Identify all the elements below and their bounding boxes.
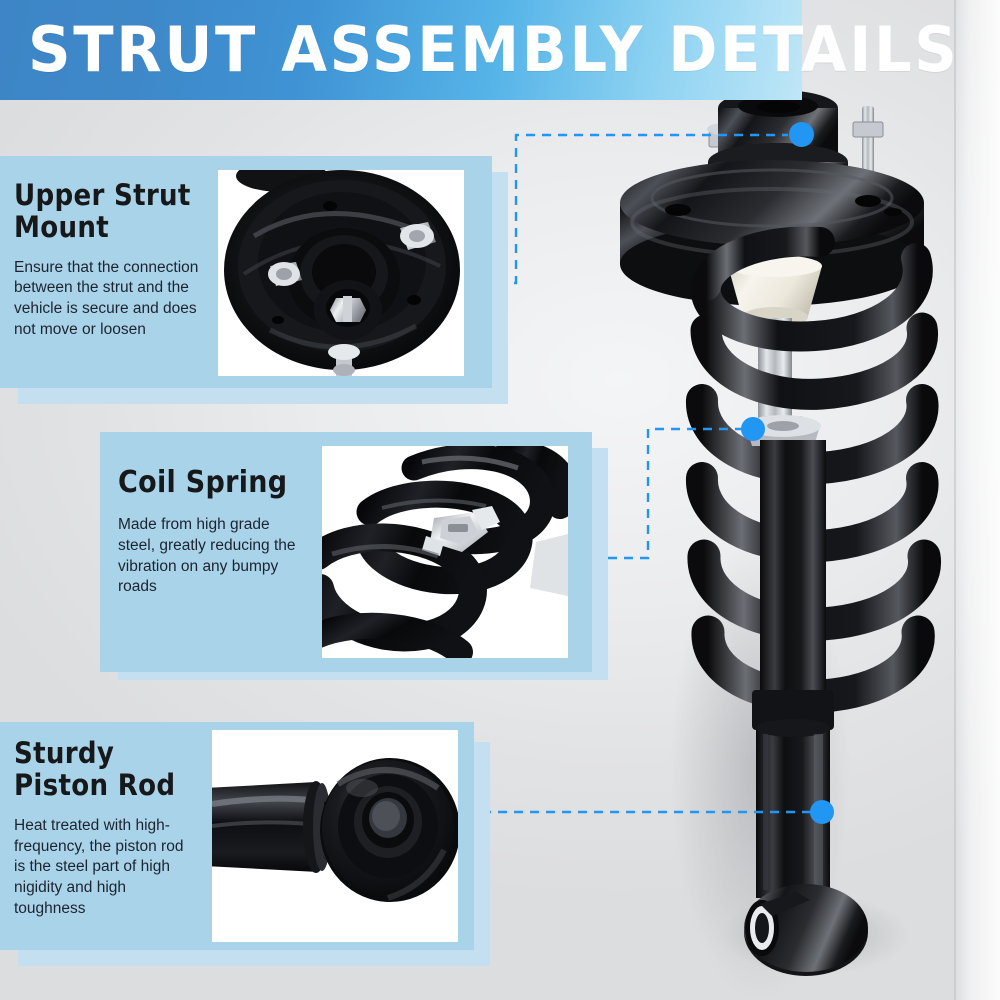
card-heading-piston-rod: Sturdy Piston Rod xyxy=(14,736,176,802)
card-upper-strut-mount[interactable]: Upper Strut Mount Ensure that the connec… xyxy=(0,156,492,388)
photo-piston-rod xyxy=(212,730,458,942)
card-text-upper-strut-mount: Upper Strut Mount Ensure that the connec… xyxy=(0,156,218,388)
card-body-upper-strut-mount: Ensure that the connection between the s… xyxy=(14,258,199,338)
card-body-coil-spring: Made from high grade steel, greatly redu… xyxy=(118,516,296,596)
callout-dot-piston-rod xyxy=(810,800,834,824)
product-hero-image xyxy=(610,70,1000,1000)
card-piston-rod[interactable]: Sturdy Piston Rod Heat treated with high… xyxy=(0,722,474,950)
background-gradient-seam xyxy=(954,0,1000,1000)
title-banner-text-wrap: STRUT ASSEMBLY DETAILS xyxy=(0,19,957,81)
photo-coil-spring xyxy=(322,446,568,658)
card-body-piston-rod: Heat treated with high-frequency, the pi… xyxy=(14,816,184,917)
card-heading-coil-spring: Coil Spring xyxy=(118,465,288,500)
background-seam-line xyxy=(954,0,956,1000)
card-heading-upper-strut-mount: Upper Strut Mount xyxy=(14,178,191,244)
card-coil-spring[interactable]: Coil Spring Made from high grade steel, … xyxy=(100,432,592,672)
page-title: STRUT ASSEMBLY DETAILS xyxy=(28,13,960,86)
callout-dot-coil-spring xyxy=(741,417,765,441)
card-text-coil-spring: Coil Spring Made from high grade steel, … xyxy=(100,432,310,672)
photo-upper-strut-mount xyxy=(218,170,464,376)
title-banner: STRUT ASSEMBLY DETAILS xyxy=(0,0,957,100)
callout-dot-upper-strut-mount xyxy=(789,122,814,147)
card-text-piston-rod: Sturdy Piston Rod Heat treated with high… xyxy=(0,722,208,950)
